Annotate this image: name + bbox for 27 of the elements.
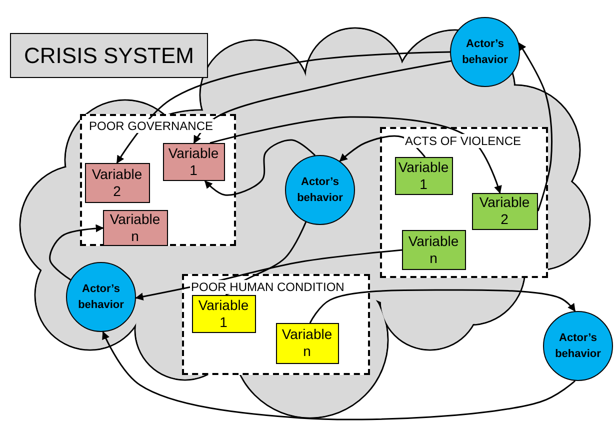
variable-box: Variable 2 [472, 192, 538, 230]
arrow [49, 224, 104, 280]
title-box: CRISIS SYSTEM [10, 33, 208, 78]
group-box [80, 114, 236, 246]
variable-box: Variable 1 [394, 156, 452, 194]
variable-box: Variable 2 [84, 162, 150, 202]
arrow [339, 135, 426, 162]
variable-box: Variable n [402, 230, 466, 270]
arrow [135, 249, 402, 301]
group-title: POOR GOVERNANCE [88, 119, 214, 133]
group-title: ACTS OF VIOLENCE [404, 134, 522, 148]
arrow [309, 289, 576, 324]
group-title: POOR HUMAN CONDITION [190, 280, 346, 294]
arrow [210, 116, 502, 194]
arrow [116, 51, 450, 164]
variable-box: Variable 1 [192, 294, 256, 332]
actor-circle: Actor’s behavior [450, 17, 520, 87]
variable-box: Variable n [276, 322, 338, 364]
actor-circle: Actor’s behavior [543, 311, 613, 381]
arrow [204, 139, 316, 196]
group-box [182, 274, 370, 375]
group-box [380, 127, 548, 278]
variable-box: Variable n [102, 210, 168, 246]
arrow [102, 331, 576, 420]
variable-box: Variable 1 [162, 142, 224, 180]
arrow [193, 60, 452, 144]
arrow [518, 42, 552, 212]
